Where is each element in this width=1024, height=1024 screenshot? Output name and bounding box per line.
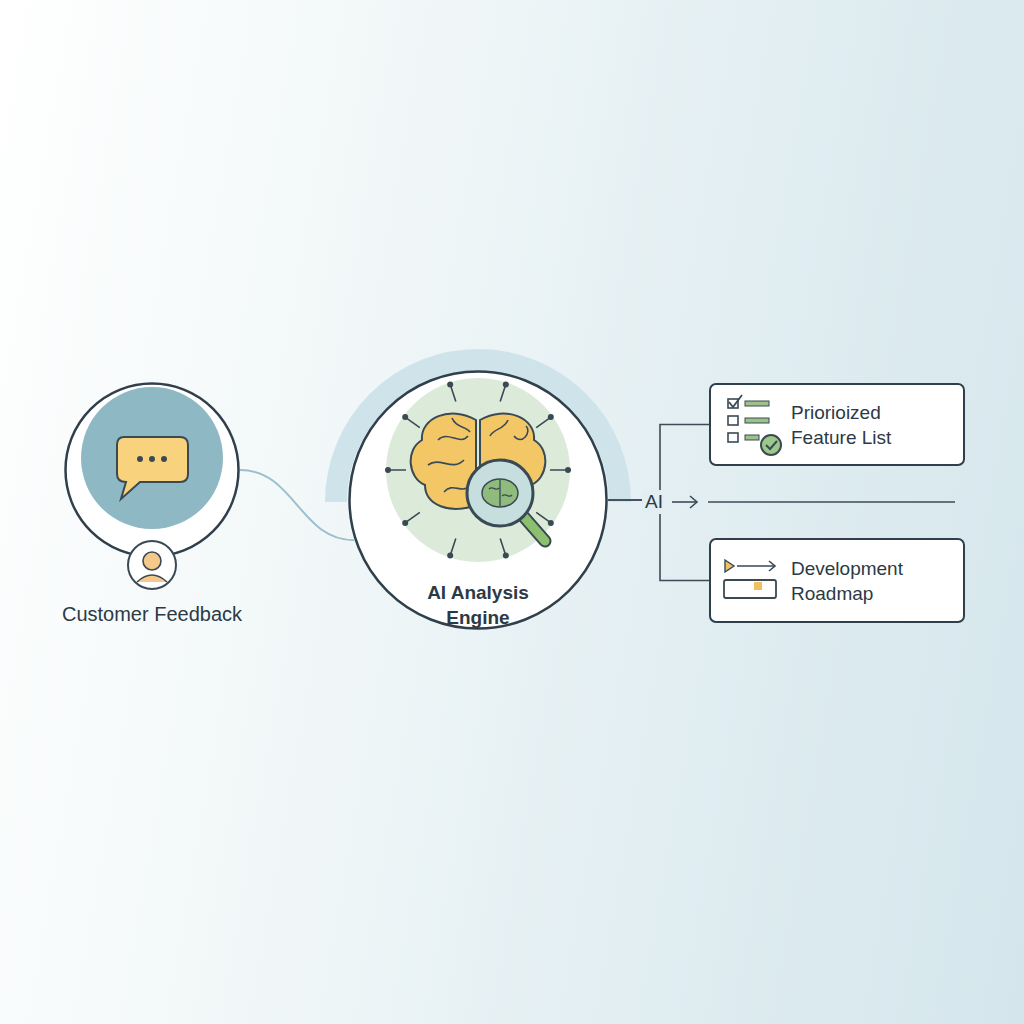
brain-lobe <box>411 414 476 509</box>
network-dot <box>548 520 554 526</box>
output-box: Development Roadmap <box>709 538 965 623</box>
connector-line <box>608 425 709 501</box>
roadmap-icon <box>724 560 776 598</box>
list-bar <box>745 435 759 440</box>
network-dot <box>402 520 408 526</box>
roadmap-arrow <box>737 565 775 567</box>
connector-label: AI <box>642 490 666 514</box>
output-arrow-head <box>690 496 697 508</box>
network-dot <box>447 381 453 387</box>
teal-disc <box>81 387 223 529</box>
engine-circle: AI Analysis Engine <box>348 370 608 630</box>
roadmap-marker <box>754 582 762 590</box>
mini-brain-folds <box>489 480 512 506</box>
list-bar <box>745 401 769 406</box>
network-dot <box>385 467 391 473</box>
mini-brain <box>482 479 518 507</box>
circle-outline <box>348 370 608 630</box>
network-spokes <box>390 386 566 553</box>
person-badge <box>128 541 176 589</box>
person-head <box>143 552 161 570</box>
check-square <box>728 399 738 408</box>
check-square <box>728 433 738 442</box>
node-text: Development Roadmap <box>791 556 921 606</box>
bubble-dot <box>137 456 143 462</box>
magnifier-handle <box>524 517 545 541</box>
node-text: Customer Feedback <box>24 601 280 627</box>
brain-icon <box>385 378 571 562</box>
bubble-dot <box>161 456 167 462</box>
node-text: AI Analysis Engine <box>408 580 548 630</box>
network-dot <box>503 381 509 387</box>
output-line <box>708 501 955 503</box>
network-dot <box>447 553 453 559</box>
roadmap-bar <box>724 580 776 598</box>
brain-folds <box>428 418 528 492</box>
node-text: Priorioized Feature List <box>791 400 921 450</box>
network-dot <box>548 414 554 420</box>
check-square <box>728 416 738 425</box>
halo-arc <box>336 360 620 502</box>
circle-border <box>66 384 239 557</box>
network-dot <box>503 553 509 559</box>
brain-lobe <box>480 414 545 509</box>
output-box: Priorioized Feature List <box>709 383 965 466</box>
bubble-dot <box>149 456 155 462</box>
check-badge-tick <box>766 441 777 449</box>
connector-line <box>240 470 354 540</box>
roadmap-arrow-head <box>769 561 775 571</box>
feedback-circle: Customer Feedback <box>64 382 240 558</box>
circle-border <box>350 372 607 629</box>
check-tick <box>729 395 742 407</box>
check-badge <box>761 435 781 455</box>
play-triangle <box>725 560 734 572</box>
magnifier-handle-outline <box>524 517 545 541</box>
output-arrow <box>672 501 697 503</box>
list-bar <box>745 418 769 423</box>
person-body <box>137 575 167 582</box>
checklist-icon <box>728 395 781 455</box>
network-dot <box>565 467 571 473</box>
circle-outline <box>64 382 240 558</box>
green-disc <box>386 378 570 562</box>
speech-bubble <box>117 437 188 499</box>
magnifier-lens <box>467 460 533 526</box>
network-dot <box>402 414 408 420</box>
feedback-icon <box>81 387 223 589</box>
